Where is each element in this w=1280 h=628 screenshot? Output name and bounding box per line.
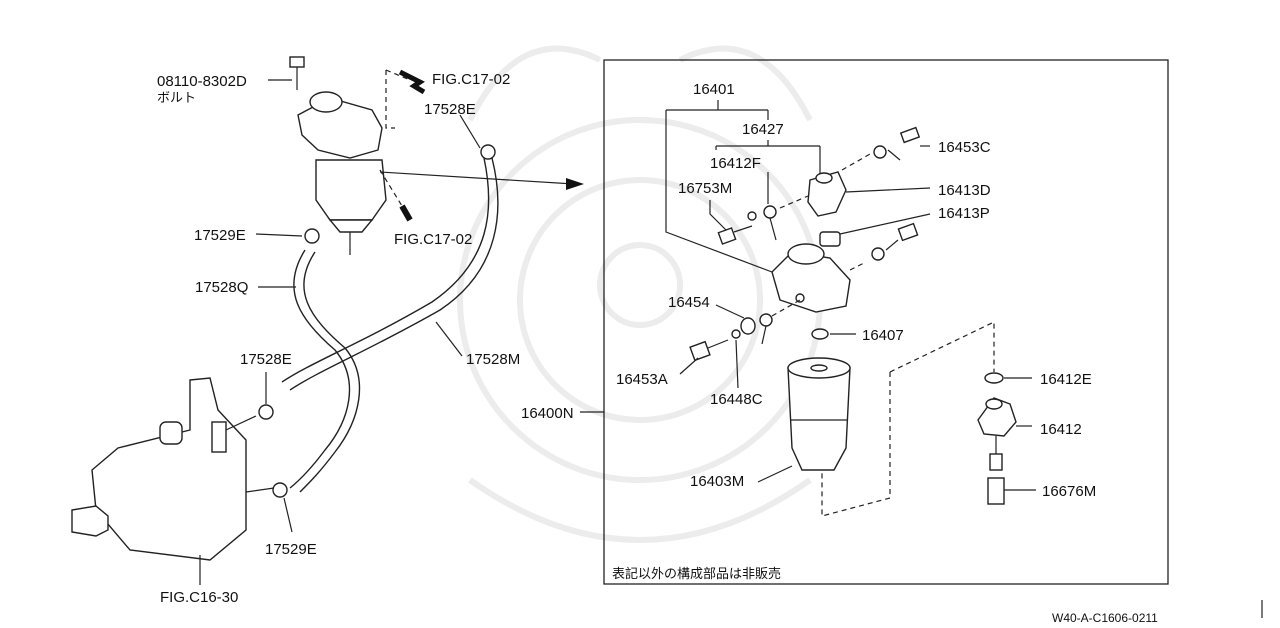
- label-p16412e: 16412E: [1040, 371, 1092, 388]
- label-p16412: 16412: [1040, 421, 1082, 438]
- fitting-right: [871, 222, 919, 261]
- label-assy-16400n: 16400N: [521, 405, 574, 422]
- clamp-17528e-left: [258, 372, 274, 420]
- cap-16413p: [819, 231, 841, 247]
- banjo-16427: [763, 205, 777, 241]
- label-hose-17528q: 17528Q: [195, 279, 248, 296]
- label-p16427: 16427: [742, 121, 784, 138]
- o-ring-16407: [811, 328, 829, 340]
- clamp-17529e-top: [255, 228, 320, 244]
- injection-pump: [71, 377, 275, 585]
- hose-17528q: [289, 249, 351, 489]
- note-jp: 表記以外の構成部品は非販売: [612, 566, 781, 582]
- fitting-16453c: [873, 126, 921, 161]
- label-p16412f: 16412F: [710, 155, 761, 172]
- label-fig-c17-mid: FIG.C17-02: [394, 231, 472, 248]
- label-p16676m: 16676M: [1042, 483, 1096, 500]
- label-bolt-note: ボルト: [157, 91, 196, 106]
- label-p16403m: 16403M: [690, 473, 744, 490]
- filter-head-16401: [771, 243, 851, 313]
- drawing-number: W40-A-C1606-0211: [1052, 611, 1158, 625]
- bolt-part: [268, 56, 305, 90]
- label-p16413d: 16413D: [938, 182, 991, 199]
- filter-head-assembly: [297, 69, 411, 255]
- label-fig-c17-top: FIG.C17-02: [432, 71, 510, 88]
- sensor-16412: [977, 397, 1017, 437]
- label-p16753m: 16753M: [678, 180, 732, 197]
- banjo-16454: [740, 313, 773, 345]
- float-16676m: [987, 436, 1005, 505]
- label-p16407: 16407: [862, 327, 904, 344]
- label-p16401: 16401: [693, 81, 735, 98]
- detail-pointer-line: [379, 171, 575, 185]
- arrow-to-fig-top: [398, 69, 426, 95]
- bolt-16453a: [689, 339, 729, 362]
- priming-pump-16413d: [807, 171, 847, 217]
- detail-arrow-head: [566, 178, 584, 190]
- o-ring-16412e: [984, 372, 1004, 384]
- label-fig-c16: FIG.C16-30: [160, 589, 238, 606]
- label-p16454: 16454: [668, 294, 710, 311]
- label-p16413p: 16413P: [938, 205, 990, 222]
- filter-element-16403m: [787, 357, 851, 471]
- label-p16448c: 16448C: [710, 391, 763, 408]
- label-clamp-17528e-top: 17528E: [424, 101, 476, 118]
- label-p16453c: 16453C: [938, 139, 991, 156]
- clamp-17528e-top: [459, 114, 496, 160]
- clamp-17529e-bottom: [272, 482, 293, 533]
- label-clamp-17529e-top: 17529E: [194, 227, 246, 244]
- hose-17528m: [289, 157, 499, 391]
- label-clamp-17528e-left: 17528E: [240, 351, 292, 368]
- washer-16448c: [731, 329, 741, 339]
- arrow-to-fig-mid: [399, 204, 413, 222]
- label-hose-17528m: 17528M: [466, 351, 520, 368]
- label-clamp-17529e-bottom: 17529E: [265, 541, 317, 558]
- label-p16453a: 16453A: [616, 371, 668, 388]
- label-bolt-part: 08110-8302D: [157, 73, 247, 90]
- detail-box: [603, 59, 1169, 585]
- bolt-16753m: [717, 225, 753, 245]
- washer-16412f: [747, 211, 757, 221]
